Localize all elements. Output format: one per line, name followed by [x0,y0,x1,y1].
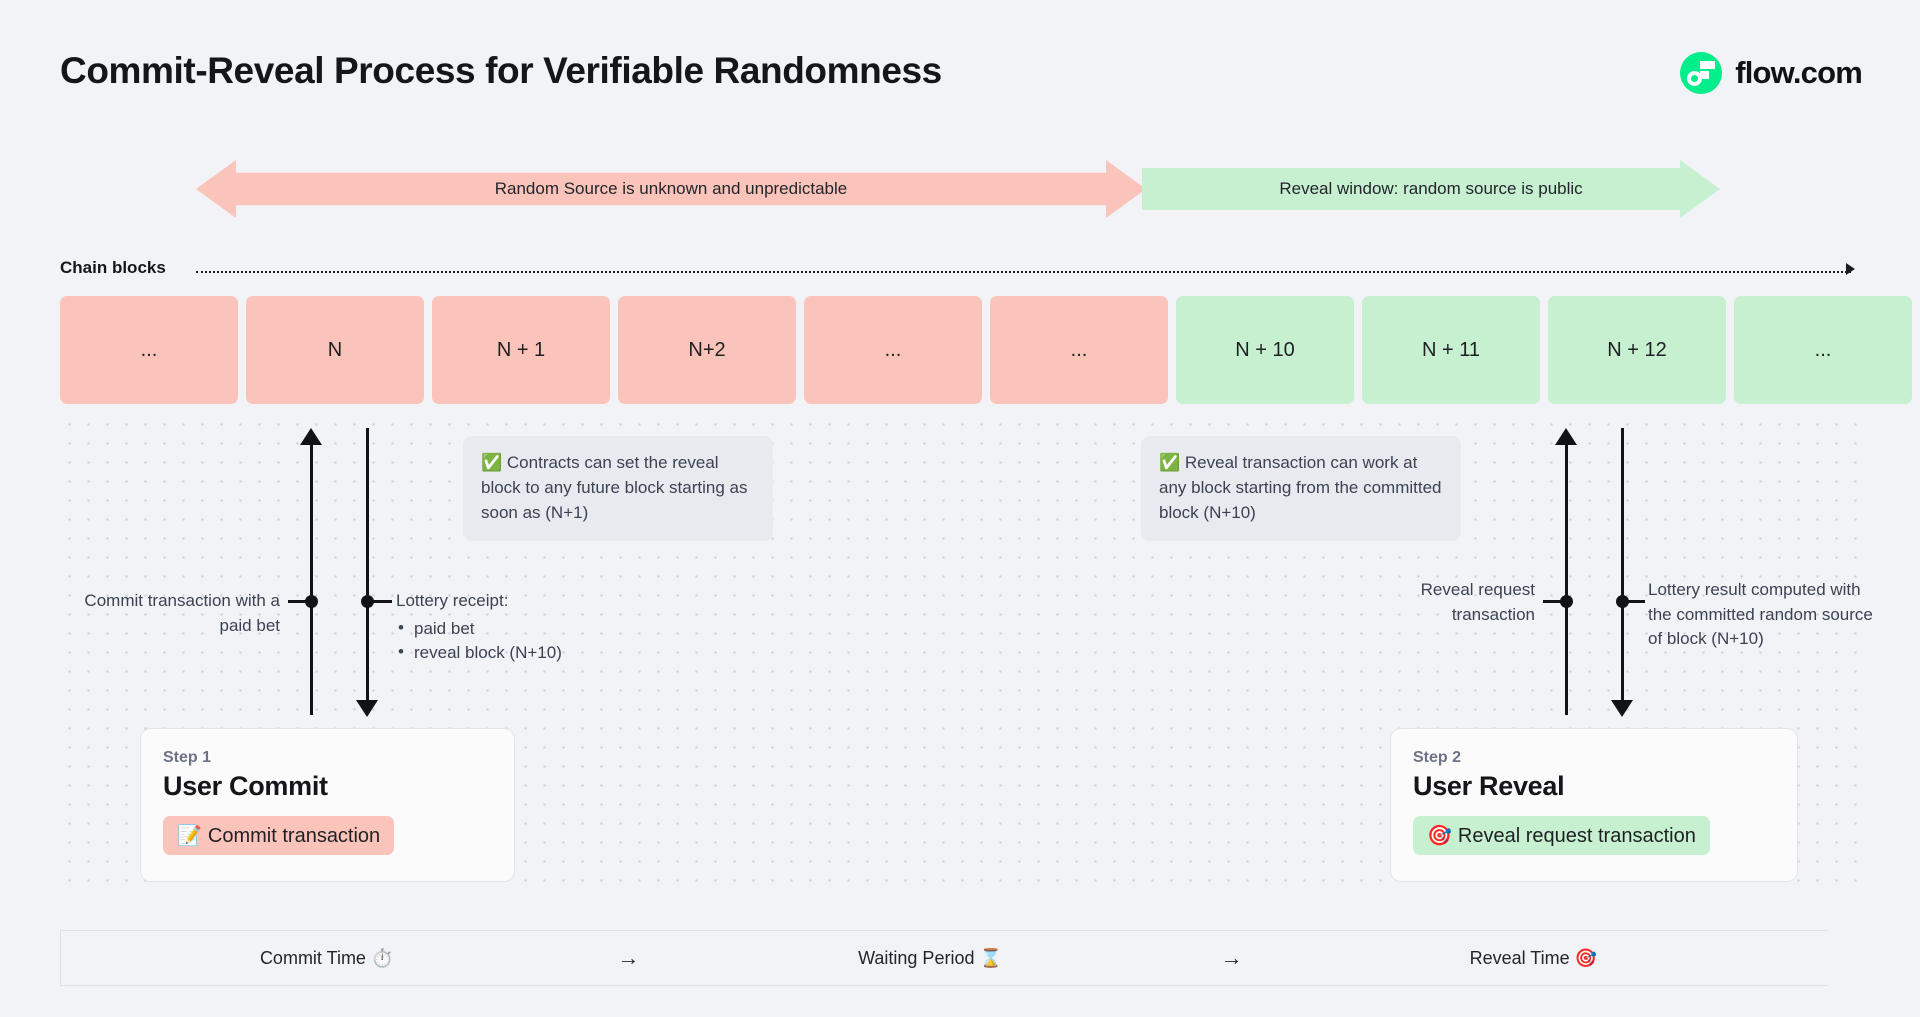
phase-separator-arrow-icon: → [1220,945,1243,970]
chain-block[interactable]: ... [804,296,982,404]
banner-reveal-window: Reveal window: random source is public [1142,160,1720,218]
hourglass-icon: ⌛ [979,947,1002,969]
commit-tx-node-dot [305,595,318,608]
step-card-user-commit[interactable]: Step 1 User Commit 📝Commit transaction [140,728,515,882]
commit-tx-arrow-up-icon [300,428,322,445]
reveal-request-node-dot [1560,595,1573,608]
step-1-action-pill[interactable]: 📝Commit transaction [163,816,395,855]
commit-tx-connector [288,600,310,603]
phase-bar-slots: Commit Time⏱️ → Waiting Period⌛ → Reveal… [60,930,1860,986]
phase-reveal-time-label: Reveal Time [1469,947,1570,968]
target-icon: 🎯 [1574,947,1598,969]
step-1-action-label: Commit transaction [207,825,381,847]
callout-commit-flexibility: ✅ Contracts can set the reveal block to … [463,436,773,541]
flow-logo-bar-mid [1700,71,1710,79]
phase-waiting-period-label: Waiting Period [858,947,975,968]
reveal-request-axis-line [1565,440,1568,715]
chain-axis-dotted-line [196,271,1851,273]
chain-block[interactable]: ... [990,296,1168,404]
step-card-user-reveal[interactable]: Step 2 User Reveal 🎯Reveal request trans… [1390,728,1798,882]
banner-reveal-shape [1142,160,1720,218]
phase-commit-time: Commit Time⏱️ [60,948,593,969]
flow-logo-bar-top [1700,61,1716,69]
check-icon: ✅ [481,453,503,473]
banner-reveal-label: Reveal window: random source is public [1279,179,1583,198]
commit-tx-axis-line [310,440,313,715]
lottery-receipt-title: Lottery receipt: [396,591,509,610]
lottery-receipt-connector [368,600,392,603]
annotation-lottery-result: Lottery result computed with the committ… [1648,580,1873,649]
step-2-heading: User Reveal [1413,771,1565,801]
phase-reveal-time: Reveal Time🎯 [1267,948,1800,969]
chain-axis-arrow-icon [1846,263,1855,275]
lottery-result-connector [1623,600,1645,603]
memo-icon: 📝 [177,823,202,847]
lottery-receipt-item: paid bet [396,616,646,642]
page-title: Commit-Reveal Process for Verifiable Ran… [60,50,942,91]
step-1-heading: User Commit [163,771,328,801]
step-2-kicker: Step 2 [1413,749,1462,766]
chain-block[interactable]: N + 11 [1362,296,1540,404]
banner-unknown-label: Random Source is unknown and unpredictab… [494,179,848,198]
lottery-receipt-node-dot [361,595,374,608]
phase-bar-shape [60,930,1860,986]
annotation-lottery-receipt: Lottery receipt: paid bet reveal block (… [396,589,646,666]
phase-timeline-bar: Commit Time⏱️ → Waiting Period⌛ → Reveal… [60,930,1860,986]
callout-commit-text: Contracts can set the reveal block to an… [481,453,748,522]
chain-block[interactable]: ... [60,296,238,404]
lottery-receipt-axis-line [366,428,369,703]
annotation-reveal-request: Reveal request transaction [1420,580,1535,624]
target-icon: 🎯 [1427,823,1452,847]
lottery-result-node-dot [1616,595,1629,608]
chain-block[interactable]: N + 10 [1176,296,1354,404]
chain-block[interactable]: N + 12 [1548,296,1726,404]
chain-block[interactable]: N+2 [618,296,796,404]
step-2-action-pill[interactable]: 🎯Reveal request transaction [1413,816,1710,855]
chain-block[interactable]: N [246,296,424,404]
reveal-request-connector [1543,600,1565,603]
lottery-result-arrow-down-icon [1611,700,1633,717]
lottery-result-axis-line [1621,428,1624,703]
reveal-request-arrow-up-icon [1555,428,1577,445]
phase-waiting-period: Waiting Period⌛ [663,948,1196,969]
chain-block[interactable]: N + 1 [432,296,610,404]
annotation-commit-transaction: Commit transaction with a paid bet [84,591,280,635]
phase-separator-arrow-icon: → [617,945,640,970]
brand-logo: flow.com [1680,52,1863,94]
lottery-receipt-list: paid bet reveal block (N+10) [396,616,646,666]
flow-logo-icon [1680,52,1723,94]
lottery-receipt-arrow-down-icon [356,700,378,717]
banner-random-source-unknown: Random Source is unknown and unpredictab… [196,160,1146,218]
callout-reveal-text: Reveal transaction can work at any block… [1159,453,1442,522]
check-icon: ✅ [1159,453,1181,473]
chain-block[interactable]: ... [1734,296,1912,404]
stopwatch-icon: ⏱️ [370,947,394,969]
flow-logo-ring [1687,71,1703,86]
step-2-action-label: Reveal request transaction [1457,825,1696,847]
lottery-receipt-item: reveal block (N+10) [396,640,646,666]
callout-reveal-flexibility: ✅ Reveal transaction can work at any blo… [1141,436,1461,541]
brand-wordmark: flow.com [1735,55,1863,90]
chain-blocks-label: Chain blocks [60,258,166,277]
chain-blocks-row: ... N N + 1 N+2 ... ... N + 10 N + 11 N … [60,296,1912,404]
phase-commit-time-label: Commit Time [259,947,366,968]
step-1-kicker: Step 1 [163,749,212,766]
